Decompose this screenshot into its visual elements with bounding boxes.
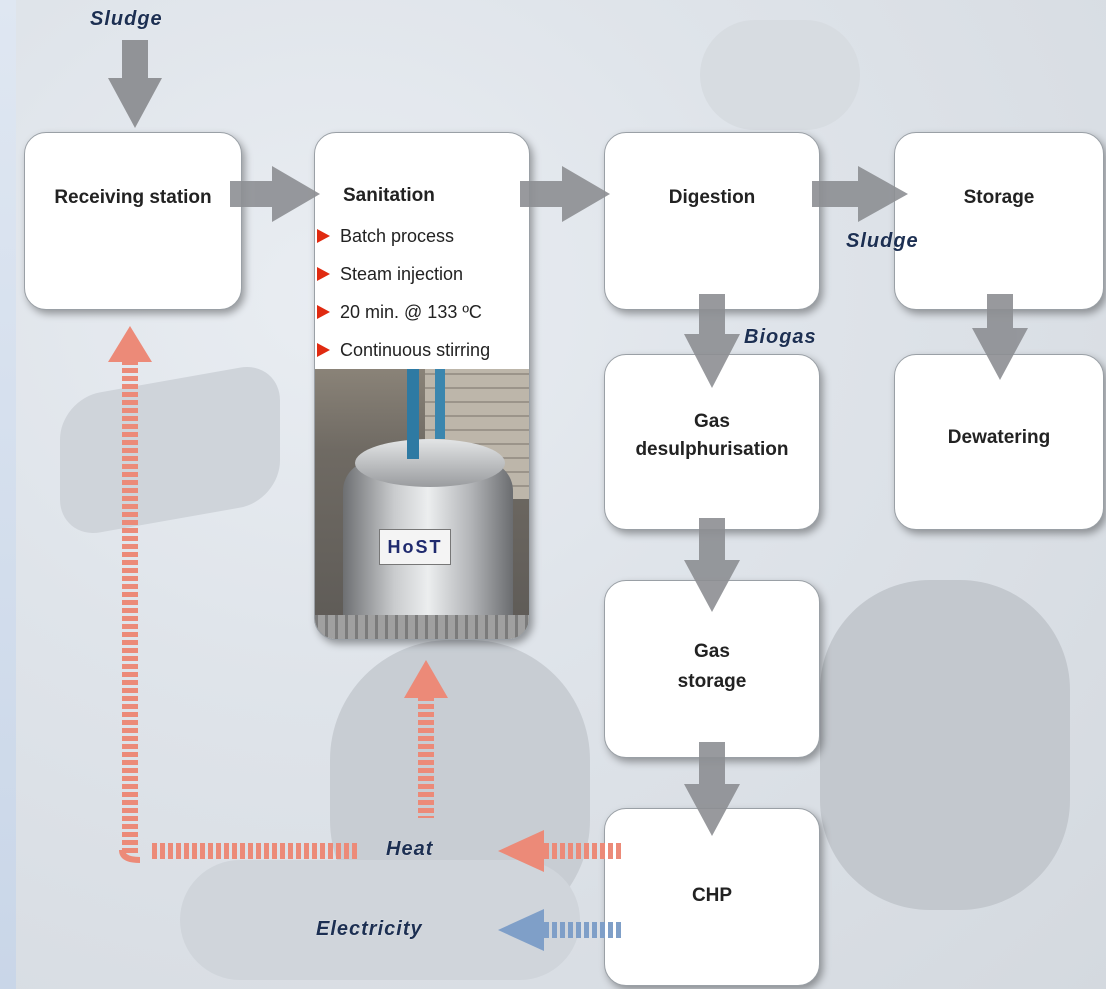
sanitation-bullet-list: Batch process Steam injection 20 min. @ … — [315, 217, 529, 369]
sanitation-box: Sanitation Batch process Steam injection… — [314, 132, 530, 640]
arrow-digestion-to-storage — [812, 166, 908, 222]
sanitation-bullet: Batch process — [315, 217, 529, 255]
bullet-marker-icon — [317, 343, 330, 357]
sanitation-title: Sanitation — [343, 185, 435, 206]
storage-label: Storage — [963, 187, 1035, 208]
bullet-marker-icon — [317, 229, 330, 243]
floor-grating — [315, 615, 529, 639]
sanitation-bullet: 20 min. @ 133 ºC — [315, 293, 529, 331]
electricity-label: Electricity — [316, 918, 423, 940]
arrow-desulphurisation-to-gas-storage — [684, 518, 740, 612]
biogas-label: Biogas — [744, 326, 817, 348]
digestion-box: Digestion — [604, 132, 820, 310]
sanitation-tank-photo: HoST — [315, 369, 529, 639]
arrow-heat-to-sanitation — [404, 660, 448, 818]
arrow-gas-storage-to-chp — [684, 742, 740, 836]
digestion-label: Digestion — [668, 187, 756, 208]
arrow-electricity-from-chp — [498, 909, 624, 951]
sludge-output-label: Sludge — [846, 230, 919, 252]
gas-storage-line1: Gas — [694, 641, 730, 662]
arrow-storage-to-dewatering — [972, 294, 1028, 380]
bullet-marker-icon — [317, 267, 330, 281]
gas-desulphurisation-line2: desulphurisation — [635, 439, 789, 460]
tank-pipe — [435, 369, 445, 439]
chp-label: CHP — [691, 885, 733, 906]
arrow-receiving-to-sanitation — [230, 166, 320, 222]
tank-pipe — [407, 369, 419, 459]
tank-lid — [355, 439, 505, 487]
background-shape — [180, 860, 580, 980]
gas-storage-line2: storage — [677, 671, 747, 692]
gas-desulphurisation-line1: Gas — [694, 411, 730, 432]
arrow-digestion-to-desulphurisation — [684, 294, 740, 388]
tank-label-plate: HoST — [379, 529, 451, 565]
sanitation-bullet: Steam injection — [315, 255, 529, 293]
bullet-marker-icon — [317, 305, 330, 319]
sludge-input-label: Sludge — [90, 8, 163, 30]
arrow-sanitation-to-digestion — [520, 166, 610, 222]
receiving-station-label: Receiving station — [54, 187, 212, 208]
arrow-sludge-in — [108, 40, 162, 128]
storage-box: Storage — [894, 132, 1104, 310]
arrow-heat-line — [108, 326, 360, 863]
chp-box: CHP — [604, 808, 820, 986]
dewatering-label: Dewatering — [947, 427, 1051, 448]
receiving-station-box: Receiving station — [24, 132, 242, 310]
sanitation-bullet: Continuous stirring — [315, 331, 529, 369]
left-edge-strip — [0, 0, 16, 989]
background-shape — [700, 20, 860, 130]
heat-label: Heat — [386, 838, 434, 860]
background-shape — [820, 580, 1070, 910]
arrow-heat-from-chp — [498, 830, 624, 872]
dewatering-box: Dewatering — [894, 354, 1104, 530]
